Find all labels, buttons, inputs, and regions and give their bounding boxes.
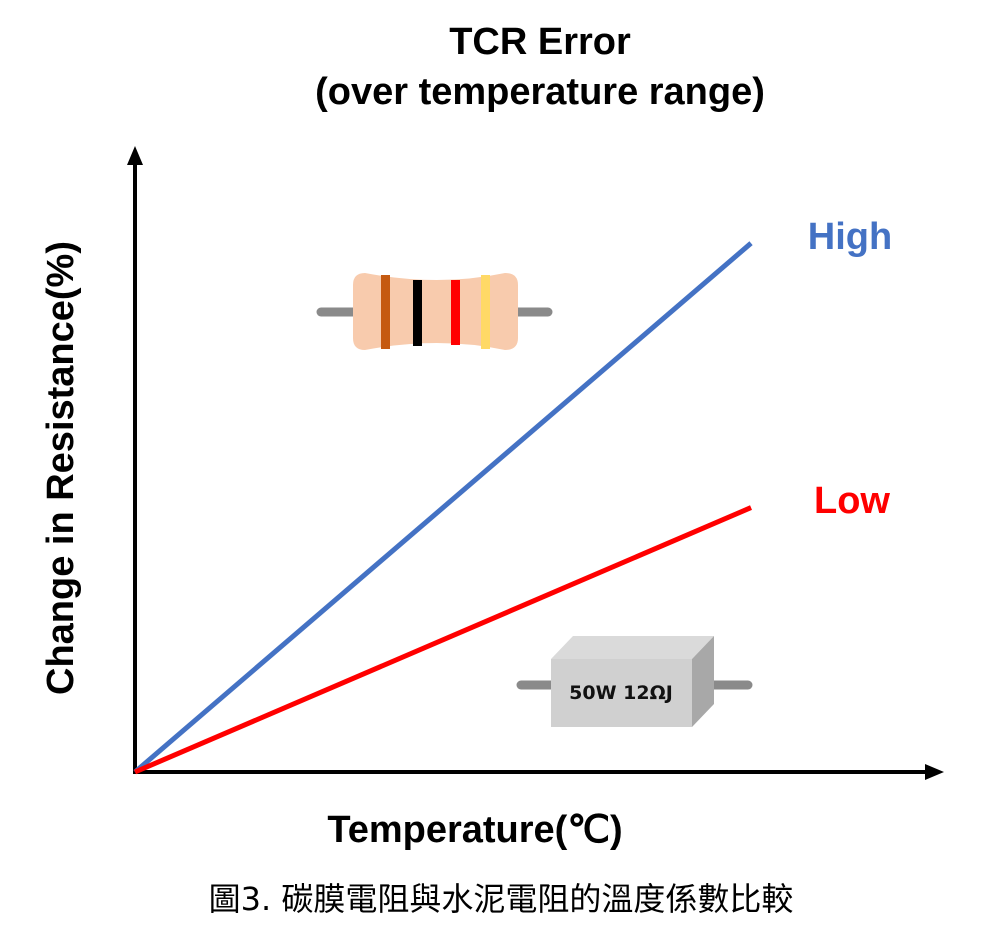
x-axis-label: Temperature(℃) [327,809,622,851]
x-axis-arrow-icon [925,764,944,780]
cement-resistor-icon: 50W 12ΩJ [516,636,753,727]
figure-caption: 圖3. 碳膜電阻與水泥電阻的溫度係數比較 [209,880,794,918]
series-label-low: Low [814,480,890,522]
cement-resistor-label: 50W 12ΩJ [569,682,673,704]
y-axis-arrow-icon [127,146,143,165]
chart-title-line1: TCR Error [449,21,631,63]
series-line-high [133,241,753,774]
carbon-film-resistor-icon [316,273,553,350]
series-line-low [134,505,753,775]
chart-title-line2: (over temperature range) [315,71,765,113]
y-axis-label: Change in Resistance(%) [40,241,82,695]
series-label-high: High [808,216,892,258]
